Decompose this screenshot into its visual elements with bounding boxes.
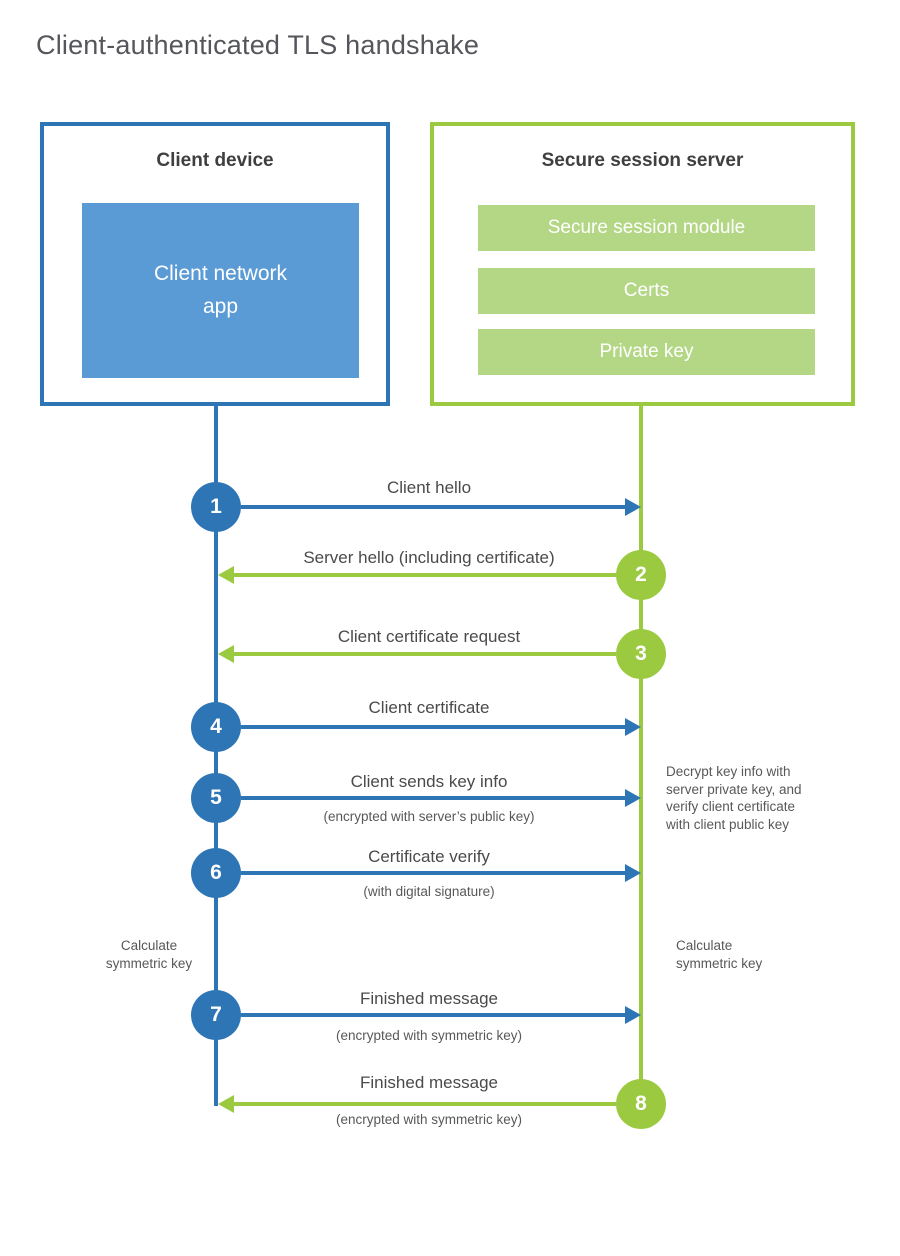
server-module-certs: Certs	[478, 268, 815, 314]
step-6-circle: 6	[191, 848, 241, 898]
step-7-sublabel: (encrypted with symmetric key)	[335, 1028, 523, 1043]
step-1-circle: 1	[191, 482, 241, 532]
step-6-arrow	[241, 871, 625, 875]
step-4-label: Client certificate	[368, 698, 490, 717]
step-3-arrow	[233, 652, 616, 656]
step-1-arrowhead-icon	[625, 498, 641, 516]
step-6-label: Certificate verify	[368, 847, 490, 866]
client-lifeline	[214, 404, 218, 1106]
step-1-arrow	[241, 505, 625, 509]
server-module-private-key: Private key	[478, 329, 815, 375]
step-2-circle: 2	[616, 550, 666, 600]
client-device-title: Client device	[156, 150, 274, 171]
step-8-arrowhead-icon	[218, 1095, 234, 1113]
step-1-label: Client hello	[386, 478, 472, 497]
step-5-label: Client sends key info	[350, 772, 508, 791]
step-3-circle: 3	[616, 629, 666, 679]
step-4-arrow	[241, 725, 625, 729]
step-2-label: Server hello (including certificate)	[303, 548, 555, 567]
server-module-secure-session: Secure session module	[478, 205, 815, 251]
step-5-sublabel: (encrypted with server’s public key)	[323, 809, 535, 824]
calculate-symmetric-key-note-left: Calculate symmetric key	[105, 938, 193, 971]
client-network-app-box: Client network app	[82, 203, 359, 378]
step-8-label: Finished message	[360, 1073, 498, 1092]
step-6-sublabel: (with digital signature)	[363, 884, 495, 899]
step-8-arrow	[233, 1102, 616, 1106]
server-box: Secure session server Secure session mod…	[430, 122, 855, 406]
step-5-arrow	[241, 796, 625, 800]
step-5-circle: 5	[191, 773, 241, 823]
step-8-sublabel: (encrypted with symmetric key)	[335, 1112, 523, 1127]
step-5-arrowhead-icon	[625, 789, 641, 807]
step-7-arrow	[241, 1013, 625, 1017]
step-4-circle: 4	[191, 702, 241, 752]
step-8-circle: 8	[616, 1079, 666, 1129]
step-7-label: Finished message	[360, 989, 498, 1008]
calculate-symmetric-key-note-right: Calculate symmetric key	[676, 938, 763, 971]
server-title: Secure session server	[541, 150, 744, 171]
step-4-arrowhead-icon	[625, 718, 641, 736]
step-3-label: Client certificate request	[337, 627, 521, 646]
step-7-arrowhead-icon	[625, 1006, 641, 1024]
step-2-arrow	[233, 573, 616, 577]
client-device-box: Client device Client network app	[40, 122, 390, 406]
step-6-arrowhead-icon	[625, 864, 641, 882]
step-2-arrowhead-icon	[218, 566, 234, 584]
page-title: Client-authenticated TLS handshake	[36, 30, 480, 60]
server-lifeline	[639, 404, 643, 1104]
step-7-circle: 7	[191, 990, 241, 1040]
step-3-arrowhead-icon	[218, 645, 234, 663]
decrypt-key-note: Decrypt key info with server private key…	[666, 764, 802, 832]
